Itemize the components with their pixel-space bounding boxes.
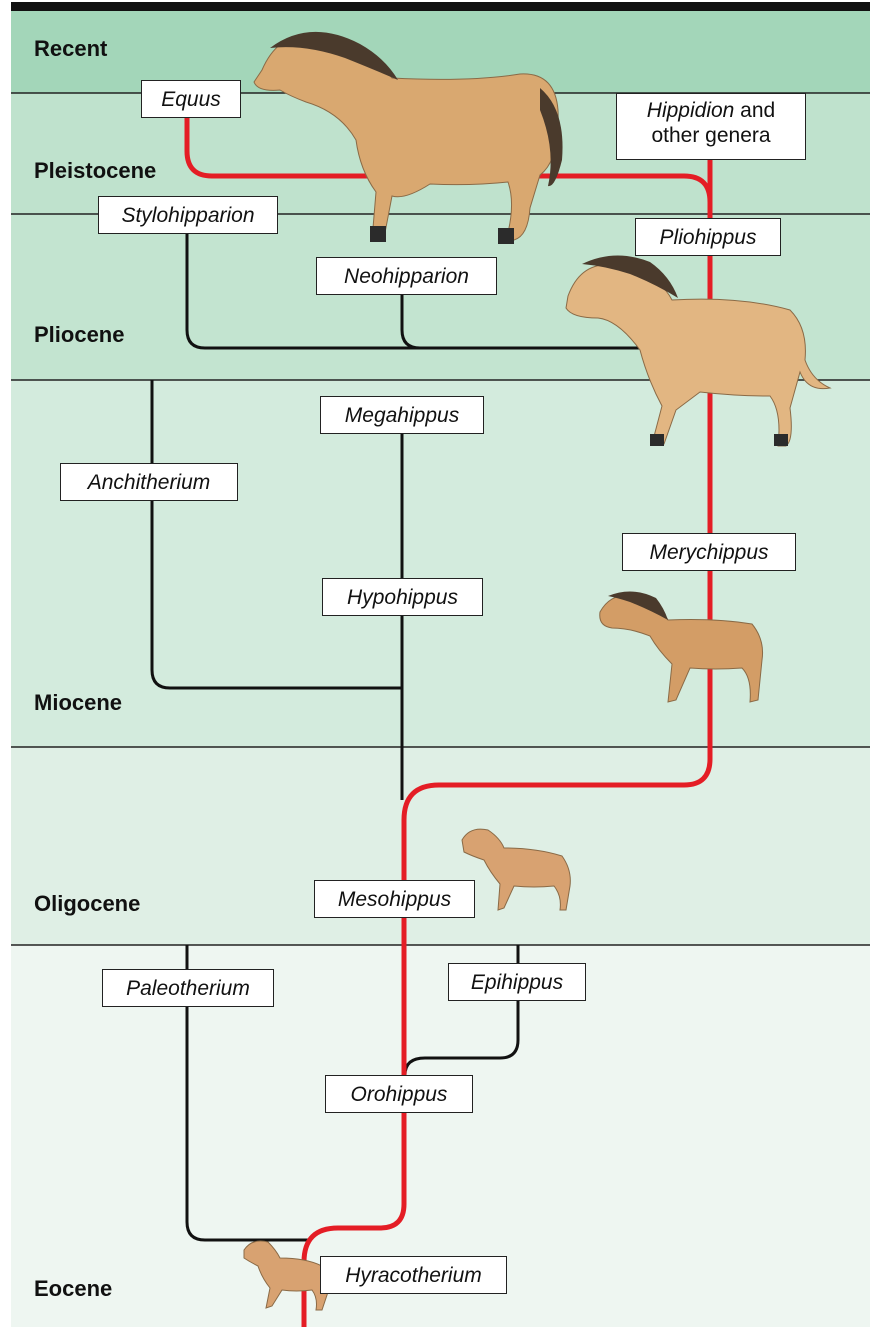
horse-pliohippus-illustration [565,255,832,447]
genus-merychippus: Merychippus [622,533,796,571]
horse-merychippus-illustration [599,591,763,703]
genus-hypohippus: Hypohippus [322,578,483,616]
branch-anchitherium [150,380,402,690]
epoch-label-pliocene: Pliocene [34,322,125,347]
epoch-label-oligocene: Oligocene [34,891,141,916]
genus-paleotherium: Paleotherium [102,969,274,1007]
genus-mesohippus-label: Mesohippus [337,888,452,911]
genus-anchitherium: Anchitherium [60,463,238,501]
genus-epihippus-label: Epihippus [470,971,564,994]
top-rule [11,2,870,11]
genus-anchitherium-label: Anchitherium [87,471,211,494]
genus-hypohippus-label: Hypohippus [347,586,458,609]
branch-stylohipparion [185,230,706,350]
genus-hippidion-line1: Hippidion and [617,98,805,123]
genus-epihippus: Epihippus [448,963,586,1001]
main-lineage [184,118,713,1327]
horse-hyracotherium-illustration [243,1240,329,1311]
epoch-label-recent: Recent [34,36,108,61]
genus-hippidion-line2: other genera [651,124,771,148]
genus-hippidion-label: Hippidion [646,99,735,122]
genus-pliohippus: Pliohippus [635,218,781,256]
genus-mesohippus: Mesohippus [314,880,475,918]
genus-stylohipparion: Stylohipparion [98,196,278,234]
genus-equus-label: Equus [161,88,221,111]
genus-orohippus: Orohippus [325,1075,473,1113]
genus-merychippus-label: Merychippus [649,541,769,564]
branch-epihippus [403,945,520,1076]
genus-paleotherium-label: Paleotherium [126,977,250,1000]
branch-paleotherium [185,945,310,1242]
genus-pliohippus-label: Pliohippus [659,226,757,249]
genus-megahippus-label: Megahippus [344,404,460,427]
horse-mesohippus-illustration [461,828,571,911]
genus-hippidion-suffix: and [734,99,776,122]
epoch-label-miocene: Miocene [34,690,123,715]
genus-equus: Equus [141,80,241,118]
genus-hyracotherium: Hyracotherium [320,1256,507,1294]
genus-neohipparion: Neohipparion [316,257,497,295]
genus-orohippus-label: Orohippus [350,1083,448,1106]
genus-stylohipparion-label: Stylohipparion [121,204,255,227]
horse-equus-illustration [253,31,563,244]
epoch-label-eocene: Eocene [34,1276,113,1301]
genus-hyracotherium-label: Hyracotherium [345,1264,482,1287]
epoch-label-pleistocene: Pleistocene [34,158,157,183]
genus-neohipparion-label: Neohipparion [344,265,469,288]
side-branches [150,230,706,1242]
genus-hippidion: Hippidion and other genera [616,93,806,160]
branch-neohipparion [400,292,421,350]
genus-megahippus: Megahippus [320,396,484,434]
